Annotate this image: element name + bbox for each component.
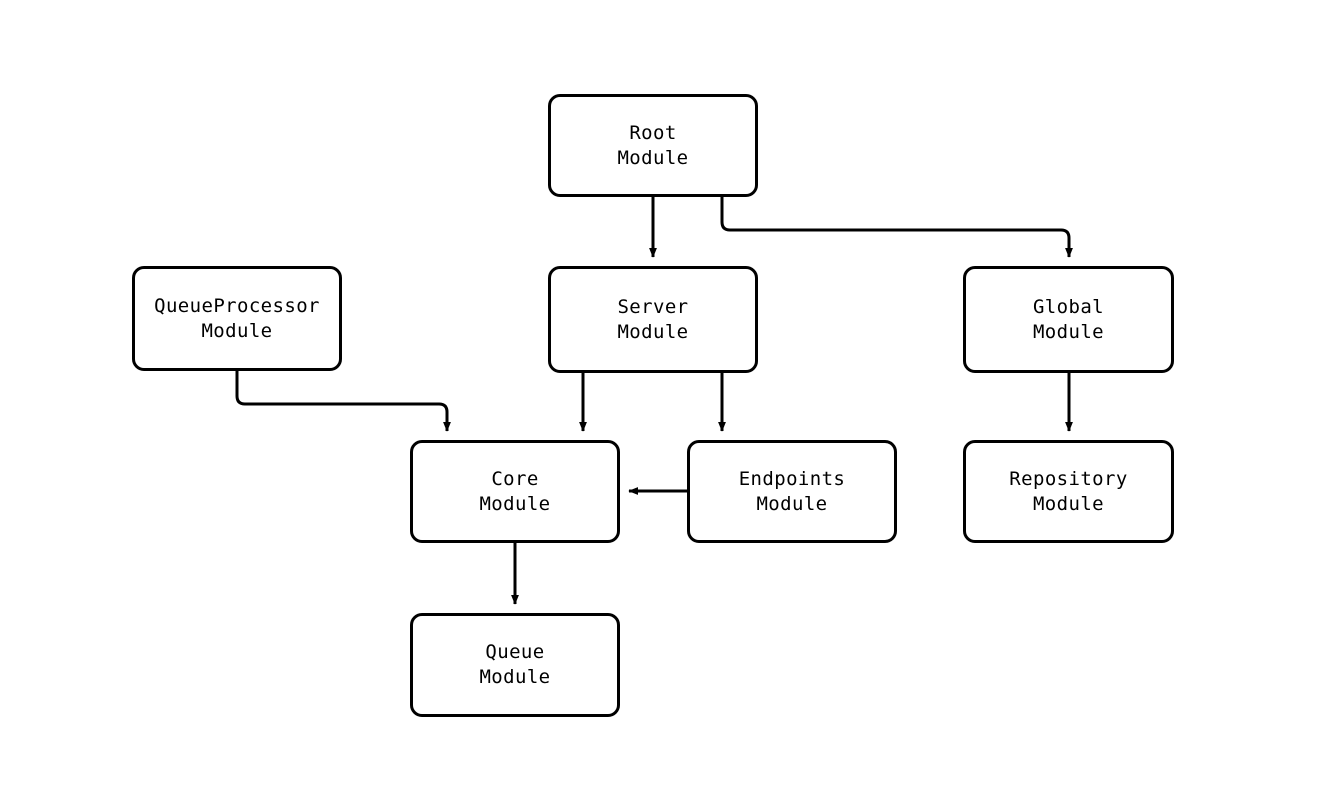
node-core-module-name: Core (491, 467, 539, 490)
node-endpoints-module[interactable]: Endpoints Module (687, 440, 897, 543)
node-root-module-suffix: Module (617, 146, 689, 169)
node-core-module[interactable]: Core Module (410, 440, 620, 543)
node-repository-module-name: Repository (1009, 467, 1128, 490)
edge-root-to-global (720, 197, 1073, 258)
node-server-module-name: Server (617, 295, 689, 318)
edge-queueprocessor-to-core (235, 371, 451, 432)
node-global-module-name: Global (1032, 295, 1105, 318)
node-repository-module-suffix: Module (1032, 492, 1105, 515)
node-queueprocessor-module-name: QueueProcessor (154, 294, 320, 317)
node-endpoints-module-suffix: Module (756, 492, 828, 515)
node-global-module[interactable]: Global Module (963, 266, 1174, 373)
node-server-module-suffix: Module (617, 320, 689, 343)
node-global-module-suffix: Module (1032, 320, 1105, 343)
node-queueprocessor-module[interactable]: QueueProcessor Module (132, 266, 342, 371)
node-repository-module[interactable]: Repository Module (963, 440, 1174, 543)
node-queue-module-name: Queue (485, 641, 545, 664)
node-root-module-name: Root (629, 121, 677, 144)
node-core-module-suffix: Module (479, 492, 551, 515)
node-queue-module[interactable]: Queue Module (410, 613, 620, 717)
node-root-module[interactable]: Root Module (548, 94, 758, 197)
node-queueprocessor-module-suffix: Module (201, 319, 273, 342)
node-endpoints-module-name: Endpoints (738, 467, 846, 490)
node-queue-module-suffix: Module (479, 666, 551, 688)
node-server-module[interactable]: Server Module (548, 266, 758, 373)
